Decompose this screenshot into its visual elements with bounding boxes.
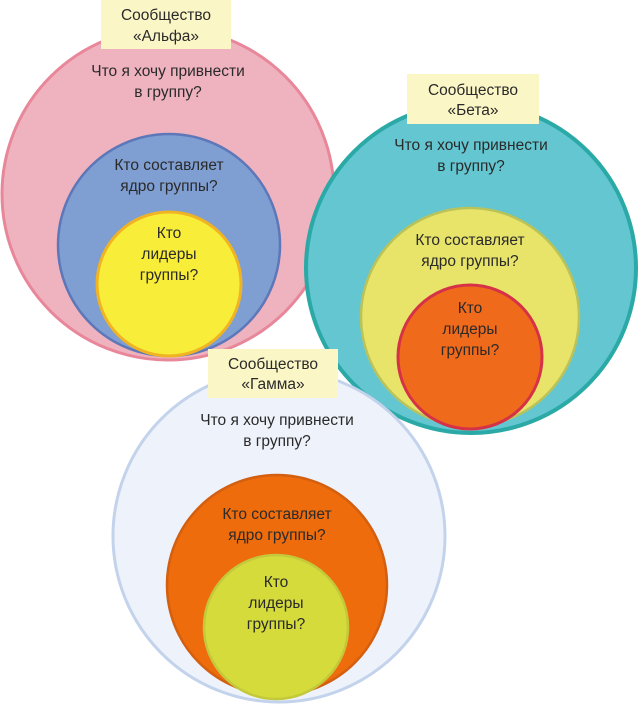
beta-middle-label-line2: ядро группы? bbox=[421, 253, 519, 270]
gamma-name-line2: «Гамма» bbox=[241, 376, 304, 393]
alpha-inner-label-line1: Кто bbox=[157, 225, 182, 242]
gamma-outer-label-line2: в группу? bbox=[243, 433, 311, 450]
beta-name-line2: «Бета» bbox=[447, 102, 498, 119]
alpha-name-line2: «Альфа» bbox=[133, 28, 199, 45]
beta-inner-label-line1: Кто bbox=[458, 300, 483, 317]
alpha-inner-circle bbox=[95, 210, 243, 358]
alpha-outer-label-line2: в группу? bbox=[134, 84, 202, 101]
beta-name-tag bbox=[407, 74, 539, 124]
gamma-name-tag bbox=[208, 349, 338, 398]
gamma-outer-label-line1: Что я хочу привнести bbox=[200, 412, 353, 429]
beta-outer-label-line2: в группу? bbox=[437, 158, 505, 175]
alpha-name-line1: Сообщество bbox=[121, 7, 211, 24]
community-gamma: Что я хочу привнести в группу? Кто соста… bbox=[111, 349, 447, 704]
gamma-name-line1: Сообщество bbox=[228, 356, 318, 373]
alpha-name-tag bbox=[101, 0, 231, 49]
gamma-inner-circle bbox=[202, 553, 350, 701]
alpha-inner-label-line2: лидеры bbox=[141, 246, 196, 263]
beta-inner-label-line3: группы? bbox=[441, 342, 500, 359]
gamma-inner-label-line3: группы? bbox=[247, 616, 306, 633]
gamma-middle-label-line1: Кто составляет bbox=[222, 506, 331, 523]
gamma-inner-label-line1: Кто bbox=[264, 574, 289, 591]
beta-inner-circle bbox=[396, 283, 544, 431]
beta-inner-label-line2: лидеры bbox=[442, 321, 497, 338]
gamma-middle-label-line2: ядро группы? bbox=[228, 527, 326, 544]
alpha-inner-label-line3: группы? bbox=[140, 267, 199, 284]
community-alpha: Что я хочу привнести в группу? Кто соста… bbox=[0, 0, 336, 362]
beta-name-line1: Сообщество bbox=[428, 82, 518, 99]
alpha-middle-label-line2: ядро группы? bbox=[120, 178, 218, 195]
beta-middle-label-line1: Кто составляет bbox=[415, 232, 524, 249]
gamma-inner-label-line2: лидеры bbox=[248, 595, 303, 612]
beta-outer-label-line1: Что я хочу привнести bbox=[394, 137, 547, 154]
community-beta: Что я хочу привнести в группу? Кто соста… bbox=[304, 74, 638, 435]
alpha-middle-label-line1: Кто составляет bbox=[114, 157, 223, 174]
alpha-outer-label-line1: Что я хочу привнести bbox=[91, 63, 244, 80]
